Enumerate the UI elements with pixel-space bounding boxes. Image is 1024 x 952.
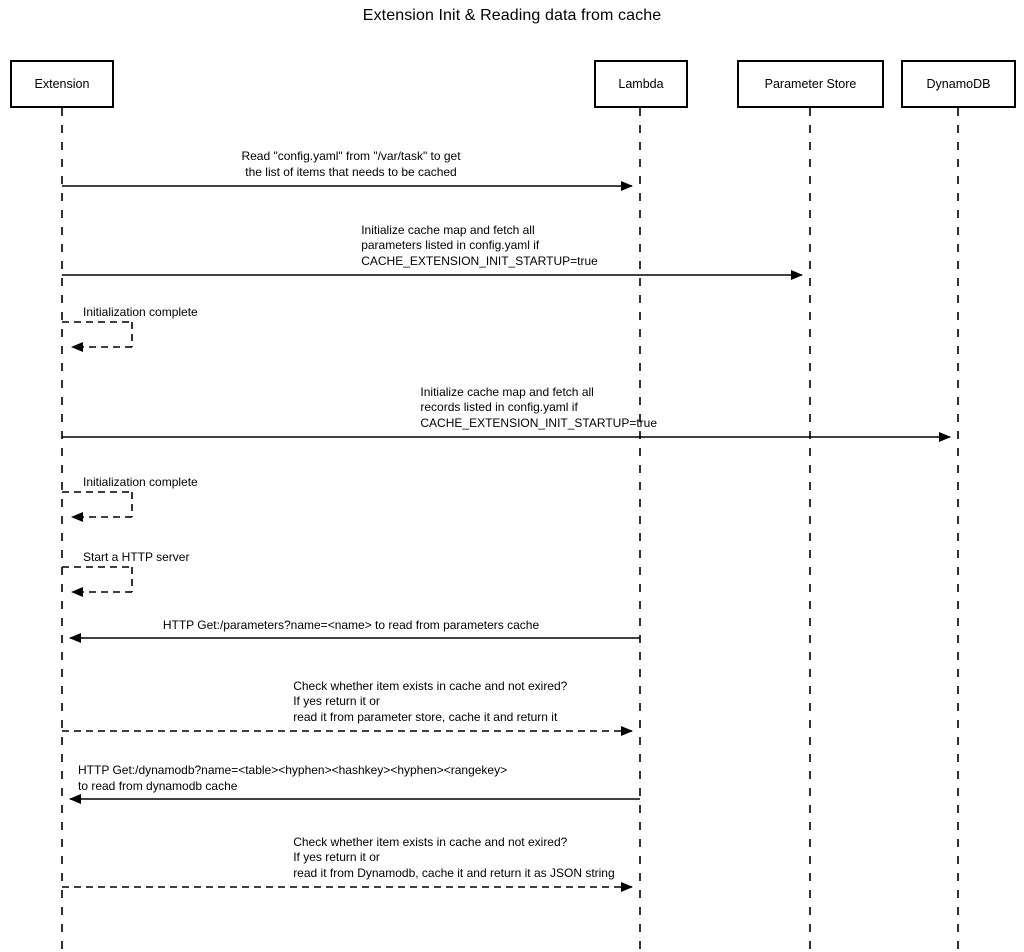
participant-label-dynamodb: DynamoDB — [926, 77, 991, 91]
message-label-line: HTTP Get:/dynamodb?name=<table><hyphen><… — [78, 763, 508, 777]
message-label-line: the list of items that needs to be cache… — [245, 164, 457, 179]
messages-group — [62, 181, 951, 892]
message-label-line: Read "config.yaml" from "/var/task" to g… — [241, 149, 461, 163]
message-label-line: read it from Dynamodb, cache it and retu… — [293, 865, 615, 880]
lifelines-group — [61, 108, 959, 952]
message-label-line: Initialize cache map and fetch all — [361, 222, 535, 237]
participant-box-parameter-store[interactable]: Parameter Store — [737, 60, 884, 108]
message-label-m7: HTTP Get:/parameters?name=<name> to read… — [51, 618, 651, 634]
message-label-m6: Start a HTTP server — [83, 550, 189, 566]
message-label-line: CACHE_EXTENSION_INIT_STARTUP=true — [361, 253, 598, 268]
message-label-line: Initialize cache map and fetch all — [420, 384, 594, 399]
message-label-m9: HTTP Get:/dynamodb?name=<table><hyphen><… — [78, 763, 507, 794]
diagram-title: Extension Init & Reading data from cache — [362, 7, 662, 24]
participant-label-lambda: Lambda — [618, 77, 664, 91]
message-label-m5: Initialization complete — [83, 475, 198, 491]
message-label-line: Initialization complete — [83, 475, 198, 489]
message-label-m10: Check whether item exists in cache and n… — [293, 835, 614, 882]
message-label-line: records listed in config.yaml if — [420, 400, 578, 414]
message-label-line: CACHE_EXTENSION_INIT_STARTUP=true — [420, 415, 658, 430]
message-label-line: read it from parameter store, cache it a… — [293, 709, 558, 724]
message-label-line: Check whether item exists in cache and n… — [293, 834, 568, 849]
participant-box-extension[interactable]: Extension — [10, 60, 114, 108]
participant-label-extension: Extension — [34, 77, 90, 91]
message-label-line: Start a HTTP server — [83, 550, 190, 564]
message-label-line: to read from dynamodb cache — [78, 778, 238, 793]
message-label-line: If yes return it or — [293, 694, 380, 708]
message-label-line: parameters listed in config.yaml if — [361, 238, 540, 252]
message-label-m3: Initialization complete — [83, 305, 198, 321]
participant-box-dynamodb[interactable]: DynamoDB — [901, 60, 1016, 108]
message-label-line: Check whether item exists in cache and n… — [293, 678, 568, 693]
message-label-line: Initialization complete — [83, 305, 198, 319]
message-label-m8: Check whether item exists in cache and n… — [293, 679, 567, 726]
message-label-m1: Read "config.yaml" from "/var/task" to g… — [51, 149, 651, 180]
message-label-line: HTTP Get:/parameters?name=<name> to read… — [162, 617, 540, 632]
participant-box-lambda[interactable]: Lambda — [594, 60, 688, 108]
participant-label-parameter-store: Parameter Store — [764, 77, 857, 91]
message-label-line: If yes return it or — [293, 850, 380, 864]
